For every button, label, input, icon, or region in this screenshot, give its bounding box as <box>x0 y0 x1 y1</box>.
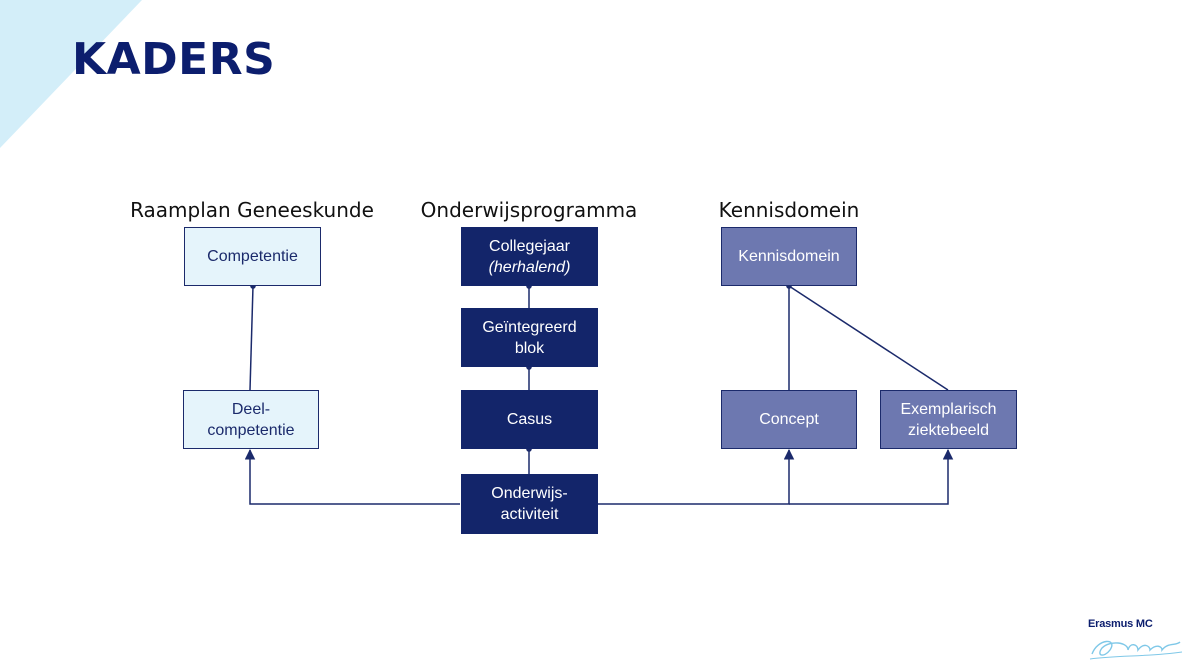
box-deelcompetentie-line-1: Deel- <box>231 400 271 418</box>
box-casus: Casus <box>461 390 598 449</box>
box-activiteit-line-1: Onderwijs- <box>491 485 568 502</box>
box-geintegreerd-blok: Geïntegreerd blok <box>461 308 598 367</box>
box-concept-label: Concept <box>759 411 819 428</box>
column-heading-onderwijsprogramma: Onderwijsprogramma <box>420 198 638 222</box>
column-heading-kennisdomein: Kennisdomein <box>718 198 860 222</box>
box-kennisdomein: Kennisdomein <box>721 227 857 286</box>
logo-name: Erasmus MC <box>1088 618 1153 630</box>
box-collegejaar-line-1: Collegejaar <box>489 237 570 255</box>
box-concept: Concept <box>721 390 857 449</box>
column-heading-raamplan: Raamplan Geneeskunde <box>130 198 374 222</box>
box-ziektebeeld-line-1: Exemplarisch <box>900 400 997 418</box>
box-casus-label: Casus <box>506 411 553 428</box>
corner-decoration <box>0 0 142 148</box>
erasmus-mc-logo: Erasmus MC <box>1088 618 1188 663</box>
line-kennisdomein-ziektebeeld <box>788 285 949 391</box>
box-blok-line-1: Geïntegreerd <box>482 318 577 336</box>
logo-signature-icon <box>1089 640 1183 660</box>
box-exemplarisch-ziektebeeld: Exemplarisch ziektebeeld <box>880 390 1017 449</box>
box-onderwijsactiviteit: Onderwijs- activiteit <box>461 474 598 534</box>
box-collegejaar: Collegejaar (herhalend) <box>461 227 598 286</box>
box-deelcompetentie: Deel- competentie <box>183 390 319 449</box>
box-ziektebeeld-line-2: ziektebeeld <box>908 421 989 439</box>
arrow-to-deelcompetentie <box>244 448 460 505</box>
arrow-to-ziektebeeld <box>789 448 954 505</box>
line-competentie-deelcompetentie <box>249 285 254 391</box>
box-collegejaar-line-2: (herhalend) <box>488 258 571 276</box>
page-title: KADERS <box>72 34 276 85</box>
box-competentie-label: Competentie <box>207 248 298 265</box>
box-deelcompetentie-line-2: competentie <box>207 421 295 439</box>
box-activiteit-line-2: activiteit <box>500 506 559 523</box>
box-kennisdomein-label: Kennisdomein <box>738 248 840 265</box>
arrow-to-concept <box>598 448 795 505</box>
box-competentie: Competentie <box>184 227 321 286</box>
box-blok-line-2: blok <box>514 339 545 357</box>
